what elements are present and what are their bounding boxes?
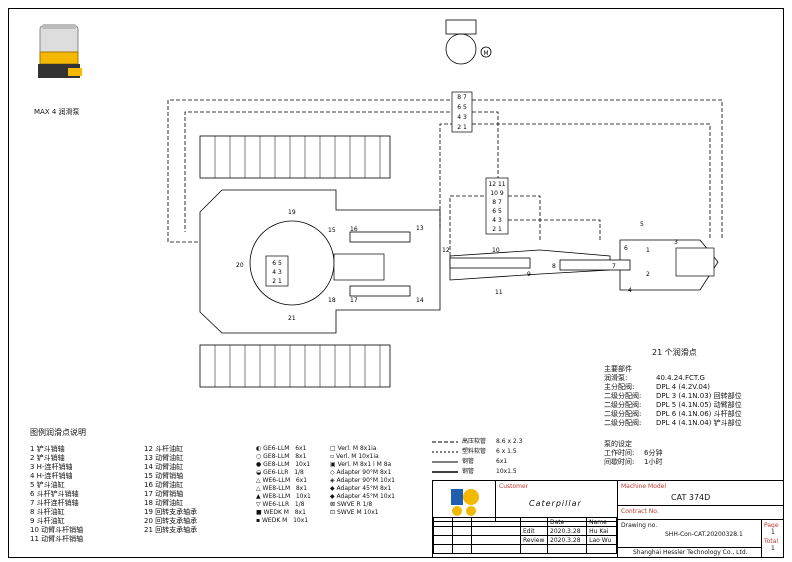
legend-item: 14 动臂油缸 (144, 463, 184, 471)
customer-label: Customer (499, 483, 529, 490)
dpl5-block-label: 8 7 (492, 199, 502, 206)
point-15: 15 (328, 227, 336, 234)
legend-item: 8 斗杆油缸 (30, 508, 65, 516)
company-logo (447, 485, 483, 517)
pump-block-label: 8 7 (457, 94, 467, 101)
legend-item: 21 回转支承轴承 (144, 526, 198, 534)
point-2: 2 (646, 271, 650, 278)
legend-item: 6 斗杆铲斗销轴 (30, 490, 79, 498)
drawing-label: Drawing no. (621, 522, 658, 529)
lubrication-diagram: 8 7 6 5 4 3 2 1 M 12 11 10 9 8 7 6 5 4 3… (167, 19, 723, 388)
legend-item: 5 铲斗油缸 (30, 481, 65, 489)
motor-label: M (483, 50, 488, 57)
legend-item: 7 斗杆连杆销轴 (30, 499, 79, 507)
title-block: Customer Caterpillar Machine Model CAT 3… (432, 480, 783, 557)
point-4: 4 (628, 287, 632, 294)
point-3: 3 (674, 239, 678, 246)
point-6: 6 (624, 245, 628, 252)
point-14: 14 (416, 297, 424, 304)
dpl5-block-label: 12 11 (488, 181, 505, 188)
dpl5-block-label: 6 5 (492, 208, 502, 215)
legend-item: 4 H-连杆销轴 (30, 472, 73, 480)
dpl5-block-label: 2 1 (492, 226, 502, 233)
fittings-b: □ Verl. M 8x1ia ▫ Verl. M 10x1ia ▣ Verl.… (330, 445, 395, 516)
point-8: 8 (552, 263, 556, 270)
legend-title: 图例润滑点说明 (30, 428, 86, 437)
fittings-a: ◐ GE6-LLM 6x1 ○ GE8-LLM 8x1 ● GE8-LLM 10… (256, 445, 311, 524)
pump-settings: 泵的设定 工作时间:6分钟 间歇时间:1小时 (604, 440, 663, 466)
page-label: Page (764, 522, 779, 529)
machine-value: CAT 374D (671, 493, 711, 502)
points-count: 21 个润滑点 (652, 348, 697, 357)
legend-item: 3 H-连杆销轴 (30, 463, 73, 471)
pump-block-label: 6 5 (457, 104, 467, 111)
point-21: 21 (288, 315, 296, 322)
components: 主要部件 润滑泵:40.4.24.FCT.G 主分配阀:DPL 4 (4.2V.… (604, 365, 742, 427)
point-11: 11 (495, 289, 503, 296)
drawing-frame (8, 8, 784, 558)
legend-item: 17 动臂销轴 (144, 490, 184, 498)
legend-col2: 12 斗杆油缸 13 动臂油缸 14 动臂油缸 15 动臂销轴 16 动臂油缸 … (144, 445, 197, 535)
drawing-value: SHH-Con-CAT.20200328.1 (665, 531, 743, 538)
point-18: 18 (328, 297, 336, 304)
dpl3-block-label: 2 1 (272, 278, 282, 285)
total-value: 1 (771, 545, 775, 552)
dpl5-block-label: 10 9 (490, 190, 504, 197)
total-label: Total (764, 538, 779, 545)
pump-block-label: 2 1 (457, 124, 467, 131)
pump-block-label: 4 3 (457, 114, 467, 121)
point-20: 20 (236, 262, 244, 269)
point-17: 17 (350, 297, 358, 304)
contract-label: Contract No. (621, 508, 659, 515)
point-9: 9 (527, 271, 531, 278)
legend-item: 9 斗杆油缸 (30, 517, 65, 525)
dpl3-block-label: 6 5 (272, 260, 282, 267)
point-16: 16 (350, 226, 358, 233)
dpl5-block-label: 4 3 (492, 217, 502, 224)
point-7: 7 (612, 263, 616, 270)
point-19: 19 (288, 209, 296, 216)
legend-item: 20 回转支承轴承 (144, 517, 198, 525)
point-labels: 13 14 15 16 17 18 19 20 21 12 10 11 9 8 … (236, 209, 678, 322)
pump-image (36, 22, 84, 84)
point-12: 12 (442, 247, 450, 254)
legend-item: 18 动臂油缸 (144, 499, 184, 507)
legend-item: 2 铲斗销轴 (30, 454, 65, 462)
page-value: 1 (771, 529, 775, 536)
legend-item: 1 铲斗销轴 (30, 445, 65, 453)
legend-item: 15 动臂销轴 (144, 472, 184, 480)
legend-item: 12 斗杆油缸 (144, 445, 184, 453)
legend-item: 10 动臂斗杆销轴 (30, 526, 84, 534)
legend-item: 19 回转支承轴承 (144, 508, 198, 516)
line-legend: 高压软管 8.6 x 2.3 塑料软管 6 x 1.5 钢管 6x1 钢管 10… (432, 438, 523, 475)
legend-item: 16 动臂油缸 (144, 481, 184, 489)
dpl3-block-label: 4 3 (272, 269, 282, 276)
point-5: 5 (640, 221, 644, 228)
machine-label: Machine Model (621, 483, 667, 490)
point-10: 10 (492, 247, 500, 254)
legend-item: 11 动臂斗杆销轴 (30, 535, 84, 543)
legend-item: 13 动臂油缸 (144, 454, 184, 462)
customer-value: Caterpillar (529, 499, 582, 508)
point-13: 13 (416, 225, 424, 232)
point-1: 1 (646, 247, 650, 254)
legend-col1: 1 铲斗销轴 2 铲斗销轴 3 H-连杆销轴 4 H-连杆销轴 5 铲斗油缸 6… (30, 445, 83, 544)
pump-caption: MAX 4 润滑泵 (34, 108, 80, 116)
company-name: Shanghai Hessler Technology Co., Ltd. (633, 549, 748, 556)
